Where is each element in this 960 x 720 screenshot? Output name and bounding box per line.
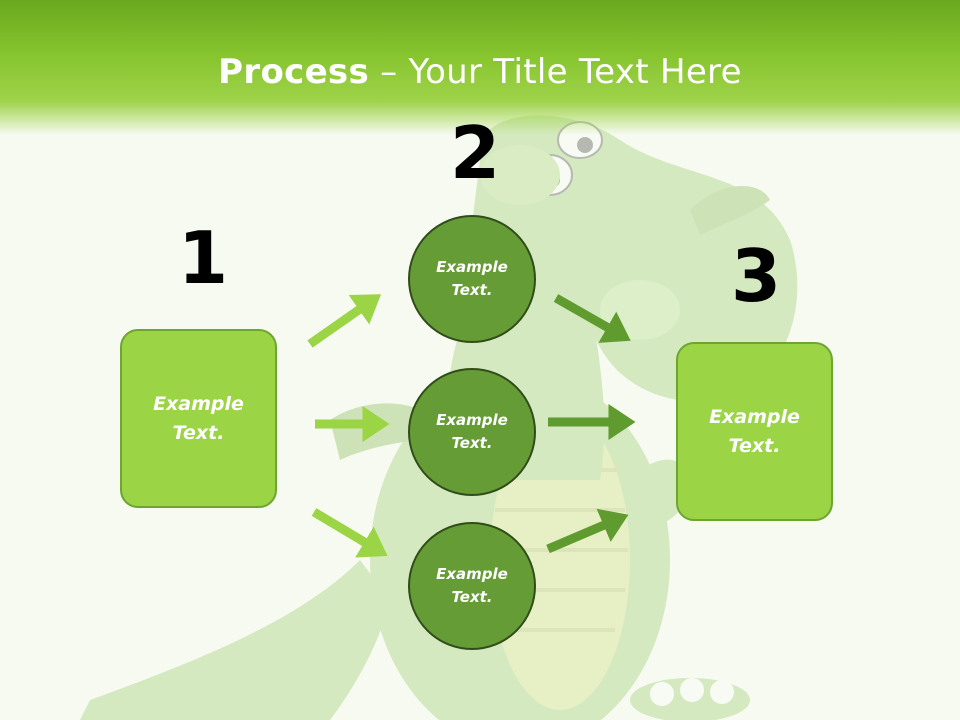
- process-circle-bottom[interactable]: Example Text.: [408, 522, 536, 650]
- step-number-2: 2: [450, 111, 501, 195]
- process-circle-middle-label: Example Text.: [436, 411, 508, 452]
- process-circle-bottom-label: Example Text.: [436, 565, 508, 606]
- step-number-1: 1: [178, 216, 229, 300]
- process-box-right[interactable]: Example Text.: [676, 342, 833, 521]
- header-bar: [0, 0, 960, 135]
- process-box-left[interactable]: Example Text.: [120, 329, 277, 508]
- process-box-left-label: Example Text.: [153, 392, 244, 444]
- process-box-right-label: Example Text.: [709, 405, 800, 457]
- arrow-from-top: [553, 294, 631, 343]
- arrow-to-top: [307, 294, 382, 348]
- title-bold: Process: [218, 52, 370, 92]
- process-circle-middle[interactable]: Example Text.: [408, 368, 536, 496]
- process-circle-top[interactable]: Example Text.: [408, 215, 536, 343]
- arrow-from-bottom: [546, 508, 629, 554]
- title-rest: – Your Title Text Here: [369, 52, 742, 92]
- arrow-to-bottom: [311, 508, 388, 558]
- slide-title: Process – Your Title Text Here: [0, 52, 960, 92]
- process-circle-top-label: Example Text.: [436, 258, 508, 299]
- step-number-3: 3: [731, 234, 782, 318]
